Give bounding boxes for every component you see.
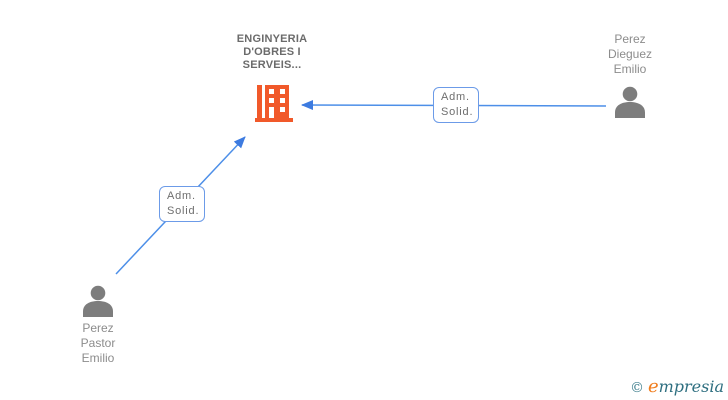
company-name-line: D'OBRES I [243, 46, 301, 58]
relationship-label-line: Adm. [441, 91, 470, 103]
person-icon [615, 86, 645, 118]
building-icon [255, 85, 293, 122]
relationship-label-top[interactable]: Adm. Solid. [433, 87, 479, 123]
company-name-line: SERVEIS... [242, 59, 302, 71]
person-name-line: Perez [614, 32, 646, 46]
relationship-label-line: Solid. [167, 205, 200, 217]
person-node-label-pastor[interactable]: Perez Pastor Emilio [43, 321, 153, 366]
relationship-label-line: Adm. [167, 190, 196, 202]
company-node-label[interactable]: ENGINYERIA D'OBRES I SERVEIS... [210, 33, 334, 72]
brand-name: mpresia [658, 377, 724, 396]
company-name-line: ENGINYERIA [236, 33, 308, 45]
company-node[interactable] [255, 85, 293, 123]
person-name-line: Emilio [613, 62, 647, 76]
brand-initial: e [647, 376, 659, 397]
person-name-line: Dieguez [607, 47, 653, 61]
person-name-line: Emilio [81, 351, 115, 365]
person-name-line: Perez [82, 321, 114, 335]
relationship-label-diagonal[interactable]: Adm. Solid. [159, 186, 205, 222]
person-icon [83, 285, 113, 317]
copyright-icon: © [629, 380, 644, 396]
person-node-pastor[interactable] [80, 285, 116, 317]
empresia-logo[interactable]: ©empresia [630, 376, 724, 397]
person-name-line: Pastor [80, 336, 116, 350]
person-node-dieguez[interactable] [612, 86, 648, 118]
relationship-label-line: Solid. [441, 106, 474, 118]
person-node-label-dieguez[interactable]: Perez Dieguez Emilio [575, 32, 685, 77]
